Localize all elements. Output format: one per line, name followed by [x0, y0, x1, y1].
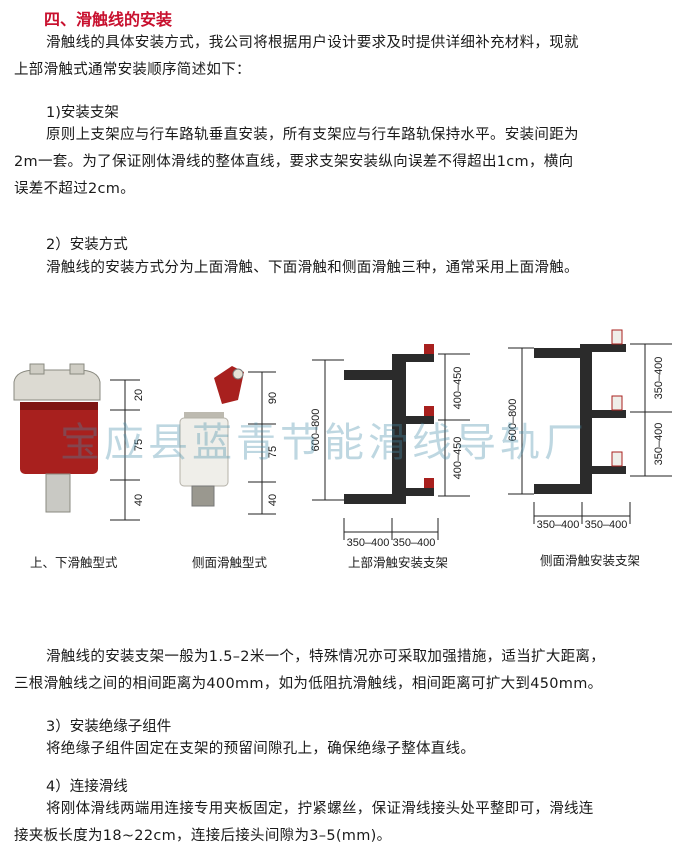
- clamp-bolt-left: [29, 363, 45, 375]
- insulator-3: [424, 478, 434, 488]
- s2b-paragraph: 滑触线的安装支架一般为1.5–2米一个，特殊情况亦可采取加强措施，适当扩大距离，…: [14, 644, 684, 698]
- side-clamp-pin: [232, 368, 244, 380]
- intro-line-1: 滑触线的具体安装方式，我公司将根据用户设计要求及时提供详细补充材料，现就: [46, 35, 579, 51]
- s1-line-1: 原则上支架应与行车路轨垂直安装，所有支架应与行车路轨保持水平。安装间距为: [46, 127, 579, 143]
- figure-top-bottom-insulator: 20 75 40: [13, 363, 145, 521]
- caption-top-bottom: 上、下滑触型式: [30, 555, 118, 570]
- insulator-1: [611, 329, 623, 345]
- insulator-body: [20, 402, 98, 474]
- bracket-post: [580, 344, 592, 494]
- dim-label: 20: [133, 389, 145, 401]
- caption-side-bracket: 侧面滑触安装支架: [540, 553, 641, 568]
- bracket-arm-left-top: [344, 370, 392, 380]
- s4-paragraph: 将刚体滑线两端用连接专用夹板固定，拧紧螺丝，保证滑线接头处平整即可，滑线连 接夹…: [14, 796, 684, 850]
- caption-side: 侧面滑触型式: [192, 555, 268, 570]
- dim-label-bottom-1: 350–400: [537, 519, 580, 531]
- dim-label-left: 600–800: [507, 399, 519, 442]
- insulator-top-band: [20, 402, 98, 410]
- figure-top-bracket: 600–800 400–450 400–450 350–400 350–400: [310, 344, 470, 549]
- bracket-arm-right-2: [406, 416, 434, 424]
- s3-paragraph: 将绝缘子组件固定在支架的预留间隙孔上，确保绝缘子整体直线。: [14, 736, 684, 763]
- s1-line-2: 2m一套。为了保证刚体滑线的整体直线，要求支架安装纵向误差不得超出1cm，横向: [14, 154, 574, 170]
- insulator-2: [611, 395, 623, 411]
- dim-label: 40: [267, 494, 279, 506]
- figure-side-bracket: 600–800 350–400 350–400 350–400 350–400: [507, 329, 672, 531]
- s2b-line-1: 滑触线的安装支架一般为1.5–2米一个，特殊情况亦可采取加强措施，适当扩大距离，: [46, 649, 606, 665]
- dim-label-right-2: 400–450: [452, 437, 464, 480]
- figures-svg: 20 75 40 90 75 40 600–800: [13, 329, 672, 549]
- s1-title: 1)安装支架: [46, 105, 119, 121]
- dim-label-left: 600–800: [310, 409, 322, 452]
- insulator-2: [424, 406, 434, 416]
- dim-label-right-1: 400–450: [452, 367, 464, 410]
- s2-title: 2）安装方式: [46, 237, 128, 253]
- s3-line-1: 将绝缘子组件固定在支架的预留间隙孔上，确保绝缘子整体直线。: [46, 741, 476, 757]
- bracket-arm-left-top: [534, 348, 580, 358]
- dim-label: 75: [267, 446, 279, 458]
- clamp-top: [13, 369, 101, 401]
- section-heading: 四、滑触线的安装: [44, 10, 173, 29]
- caption-top-bracket: 上部滑触安装支架: [348, 555, 449, 570]
- intro-line-2: 上部滑触式通常安装顺序简述如下：: [14, 62, 251, 78]
- s4-line-2: 接夹板长度为18~22cm，连接后接头间隙为3–5(mm)。: [14, 828, 392, 844]
- bracket-arm-right-3: [592, 466, 626, 474]
- dim-label: 40: [133, 494, 145, 506]
- dim-label-right-2: 350–400: [653, 423, 665, 466]
- bracket-arm-right-3: [406, 488, 434, 496]
- s2-paragraph: 滑触线的安装方式分为上面滑触、下面滑触和侧面滑触三种，通常采用上面滑触。: [14, 255, 684, 282]
- bracket-arm-left-bottom: [344, 494, 392, 504]
- s1-line-3: 误差不超过2cm。: [14, 181, 136, 197]
- bracket-arm-right-2: [592, 410, 626, 418]
- s2b-line-2: 三根滑触线之间的相间距离为400mm，如为低阻抗滑触线，相间距离可扩大到450m…: [14, 676, 603, 692]
- insulator-body: [179, 417, 229, 487]
- dim-label-bottom-1: 350–400: [347, 537, 390, 549]
- intro-paragraph: 滑触线的具体安装方式，我公司将根据用户设计要求及时提供详细补充材料，现就 上部滑…: [14, 30, 684, 84]
- bracket-arm-left-bottom: [534, 484, 580, 494]
- s3-title: 3）安装绝缘子组件: [46, 719, 172, 735]
- dim-label-bottom-2: 350–400: [585, 519, 628, 531]
- bracket-post: [392, 354, 406, 504]
- figure-side-insulator: 90 75 40: [179, 366, 279, 515]
- s2-line-1: 滑触线的安装方式分为上面滑触、下面滑触和侧面滑触三种，通常采用上面滑触。: [46, 260, 579, 276]
- dim-label-right-1: 350–400: [653, 357, 665, 400]
- clamp-bolt-right: [69, 363, 85, 375]
- dim-label: 75: [133, 439, 145, 451]
- insulator-cap: [184, 412, 224, 418]
- s4-title: 4）连接滑线: [46, 779, 128, 795]
- insulator-1: [424, 344, 434, 354]
- s4-line-1: 将刚体滑线两端用连接专用夹板固定，拧紧螺丝，保证滑线接头处平整即可，滑线连: [46, 801, 594, 817]
- s1-paragraph: 原则上支架应与行车路轨垂直安装，所有支架应与行车路轨保持水平。安装间距为 2m一…: [14, 122, 684, 203]
- bolt: [45, 473, 71, 513]
- bolt: [191, 485, 215, 507]
- dim-label-bottom-2: 350–400: [393, 537, 436, 549]
- dim-label: 90: [267, 392, 279, 404]
- insulator-3: [611, 451, 623, 467]
- bracket-arm-right-1: [592, 344, 626, 352]
- bracket-arm-right-1: [406, 354, 434, 362]
